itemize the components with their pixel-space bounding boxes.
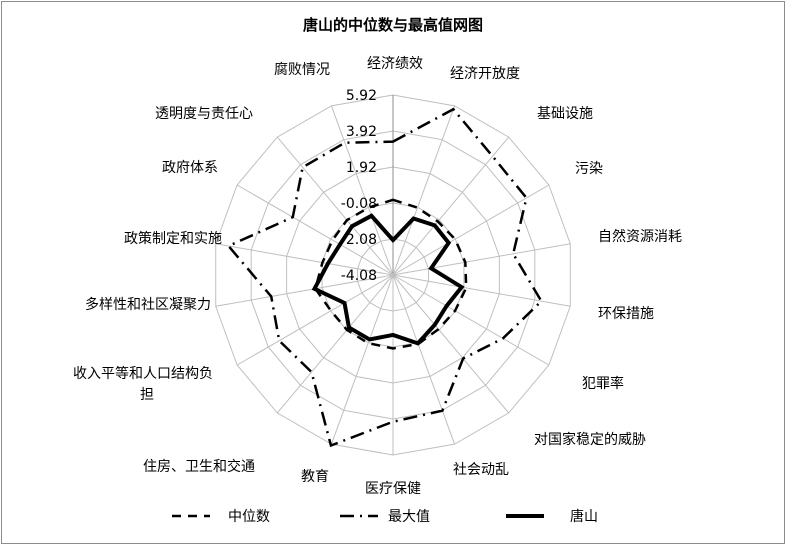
series-line-dashed bbox=[313, 198, 468, 350]
tick-label: 1.92 bbox=[346, 160, 377, 176]
category-label: 医疗保健 bbox=[365, 481, 421, 497]
tick-labels: -4.08 -2.08 -0.08 1.92 3.92 5.92 bbox=[341, 88, 377, 284]
category-label: 收入平等和人口结构负担 bbox=[73, 365, 213, 403]
tick-label: -2.08 bbox=[341, 232, 377, 248]
category-label: 腐败情况 bbox=[274, 61, 330, 78]
category-label: 环保措施 bbox=[598, 306, 654, 322]
legend-label: 中位数 bbox=[228, 509, 270, 525]
category-label: 对国家稳定的威胁 bbox=[534, 431, 646, 448]
grid-spoke bbox=[215, 274, 394, 307]
category-label: 多样性和社区凝聚力 bbox=[85, 296, 211, 313]
grid-spoke bbox=[215, 243, 394, 276]
category-label-line: 收入平等和人口结构负 bbox=[73, 365, 213, 382]
category-label: 基础设施 bbox=[537, 105, 593, 122]
category-label: 政府体系 bbox=[162, 160, 218, 176]
grid-spoke bbox=[392, 105, 456, 276]
category-label: 自然资源消耗 bbox=[598, 228, 682, 245]
grid-spoke bbox=[276, 274, 394, 414]
category-labels: 经济绩效经济开放度基础设施污染自然资源消耗环保措施犯罪率对国家稳定的威胁社会动乱… bbox=[73, 56, 682, 497]
category-label: 住房、卫生和交通 bbox=[143, 458, 255, 475]
category-label: 犯罪率 bbox=[582, 375, 624, 392]
category-label-line: 担 bbox=[140, 387, 154, 403]
grid-spoke bbox=[392, 136, 510, 276]
tick-label: 3.92 bbox=[346, 124, 377, 140]
grid-spoke bbox=[392, 274, 456, 445]
legend-label: 唐山 bbox=[570, 508, 598, 525]
chart-title: 唐山的中位数与最高值网图 bbox=[303, 16, 483, 34]
category-label: 经济开放度 bbox=[450, 66, 520, 82]
series-lines bbox=[226, 107, 543, 448]
grid-spoke bbox=[330, 274, 394, 445]
grid-spoke bbox=[392, 274, 550, 366]
series-line-solid bbox=[311, 213, 465, 346]
category-label: 经济绩效 bbox=[367, 56, 423, 72]
tick-label: -4.08 bbox=[341, 268, 377, 284]
category-label: 政策制定和实施 bbox=[124, 230, 222, 247]
category-label: 透明度与责任心 bbox=[155, 106, 253, 122]
legend: 中位数 最大值 唐山 bbox=[172, 508, 598, 525]
tick-label: 5.92 bbox=[346, 88, 377, 104]
grid-spoke bbox=[276, 136, 394, 276]
tick-label: -0.08 bbox=[341, 196, 377, 212]
grid-spoke bbox=[236, 184, 394, 276]
category-label: 社会动乱 bbox=[453, 462, 509, 478]
grid-spoke bbox=[392, 274, 571, 307]
grid-spoke bbox=[392, 243, 571, 276]
category-label: 教育 bbox=[301, 469, 329, 485]
grid-spoke bbox=[236, 274, 394, 366]
grid-spoke bbox=[392, 184, 550, 276]
grid-spoke bbox=[330, 105, 394, 276]
grid-spoke bbox=[392, 274, 510, 414]
legend-label: 最大值 bbox=[388, 509, 430, 525]
category-label: 污染 bbox=[575, 161, 603, 177]
radar-grid bbox=[215, 94, 571, 456]
series-line-dash-dot bbox=[226, 107, 543, 448]
